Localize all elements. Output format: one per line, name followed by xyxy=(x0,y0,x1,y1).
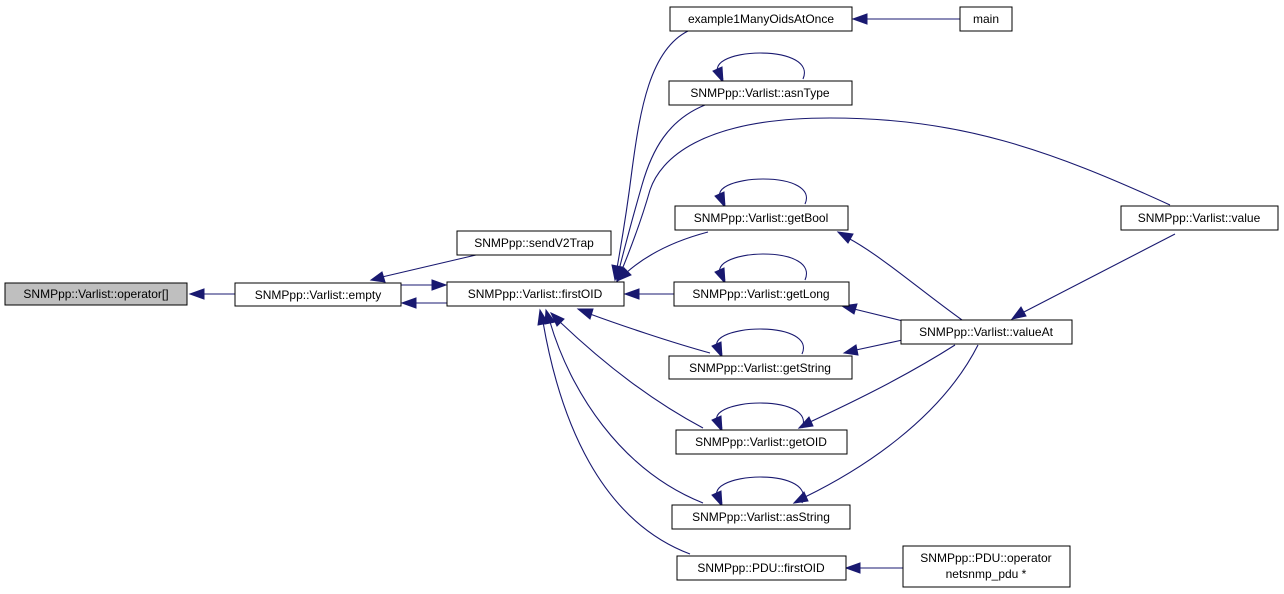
node-label: SNMPpp::Varlist::operator[] xyxy=(23,287,168,301)
node-valueAt[interactable]: SNMPpp::Varlist::valueAt xyxy=(900,319,1073,345)
edge-firstOID-to-empty xyxy=(401,279,448,291)
edges xyxy=(188,13,1176,574)
node-label: SNMPpp::Varlist::value xyxy=(1138,211,1261,225)
edge-valueAt-to-getOID xyxy=(797,344,956,429)
node-label: main xyxy=(973,12,999,26)
edge-pduOperator-to-pduFirstOID xyxy=(844,562,903,574)
node-label: SNMPpp::PDU::firstOID xyxy=(697,561,825,575)
node-label: SNMPpp::Varlist::getOID xyxy=(695,435,827,449)
node-label: SNMPpp::Varlist::getLong xyxy=(692,287,829,301)
node-label: SNMPpp::Varlist::asnType xyxy=(690,86,829,100)
node-pdu-firstOID[interactable]: SNMPpp::PDU::firstOID xyxy=(676,555,847,581)
edge-valueAt-to-asString xyxy=(792,344,979,504)
node-label: SNMPpp::Varlist::getString xyxy=(689,361,831,375)
node-operator-brackets[interactable]: SNMPpp::Varlist::operator[] xyxy=(4,282,188,306)
nodes: SNMPpp::Varlist::operator[] SNMPpp::Varl… xyxy=(4,6,1279,588)
node-firstOID[interactable]: SNMPpp::Varlist::firstOID xyxy=(446,281,625,307)
edge-getLong-to-firstOID xyxy=(623,288,674,300)
edge-getString-to-firstOID xyxy=(576,308,711,354)
edge-valueAt-to-getBool xyxy=(836,231,963,321)
node-label: SNMPpp::Varlist::getBool xyxy=(694,211,829,225)
node-label: SNMPpp::Varlist::asString xyxy=(692,510,830,524)
node-value[interactable]: SNMPpp::Varlist::value xyxy=(1120,205,1279,231)
node-label: SNMPpp::Varlist::valueAt xyxy=(919,325,1053,339)
node-label: SNMPpp::sendV2Trap xyxy=(474,236,594,250)
node-asnType[interactable]: SNMPpp::Varlist::asnType xyxy=(668,80,853,106)
node-label: SNMPpp::Varlist::empty xyxy=(255,288,381,302)
edge-asString-to-firstOID xyxy=(544,308,704,504)
edge-value-to-firstOID xyxy=(616,117,1171,284)
node-sendV2Trap[interactable]: SNMPpp::sendV2Trap xyxy=(456,230,612,256)
node-pdu-operator-netsnmp-pdu[interactable]: SNMPpp::PDU::operator netsnmp_pdu * xyxy=(902,545,1071,588)
node-main[interactable]: main xyxy=(959,6,1013,32)
node-label: example1ManyOidsAtOnce xyxy=(688,12,834,26)
edge-getBool-to-firstOID xyxy=(615,231,709,283)
edge-getString-self-loop xyxy=(711,328,804,359)
edge-getOID-self-loop xyxy=(711,402,804,433)
node-label-line-1: SNMPpp::PDU::operator xyxy=(920,551,1051,565)
edge-sendV2Trap-to-empty xyxy=(369,254,477,283)
node-getLong[interactable]: SNMPpp::Varlist::getLong xyxy=(673,281,850,307)
edge-getOID-to-firstOID xyxy=(549,311,704,429)
node-asString[interactable]: SNMPpp::Varlist::asString xyxy=(671,504,851,530)
node-empty[interactable]: SNMPpp::Varlist::empty xyxy=(234,282,402,307)
edge-pduFirstOID-to-firstOID xyxy=(537,308,691,555)
node-getString[interactable]: SNMPpp::Varlist::getString xyxy=(668,355,853,380)
edge-getLong-self-loop xyxy=(714,253,807,285)
node-getBool[interactable]: SNMPpp::Varlist::getBool xyxy=(674,205,849,231)
node-getOID[interactable]: SNMPpp::Varlist::getOID xyxy=(675,429,848,455)
edge-asString-self-loop xyxy=(711,476,804,508)
edge-valueAt-to-getString xyxy=(842,338,908,356)
node-label: SNMPpp::Varlist::firstOID xyxy=(468,287,603,301)
edge-empty-to-firstOID xyxy=(400,297,447,309)
edge-asnType-self-loop xyxy=(712,52,805,84)
edge-empty-to-operator-brackets xyxy=(188,288,235,300)
node-label-line-2: netsnmp_pdu * xyxy=(946,567,1027,581)
edge-valueAt-to-value xyxy=(1010,233,1176,320)
node-example1ManyOidsAtOnce[interactable]: example1ManyOidsAtOnce xyxy=(669,6,853,32)
edge-valueAt-to-getLong xyxy=(840,303,908,323)
edge-getBool-self-loop xyxy=(714,178,807,209)
edge-main-to-example1 xyxy=(851,13,960,25)
